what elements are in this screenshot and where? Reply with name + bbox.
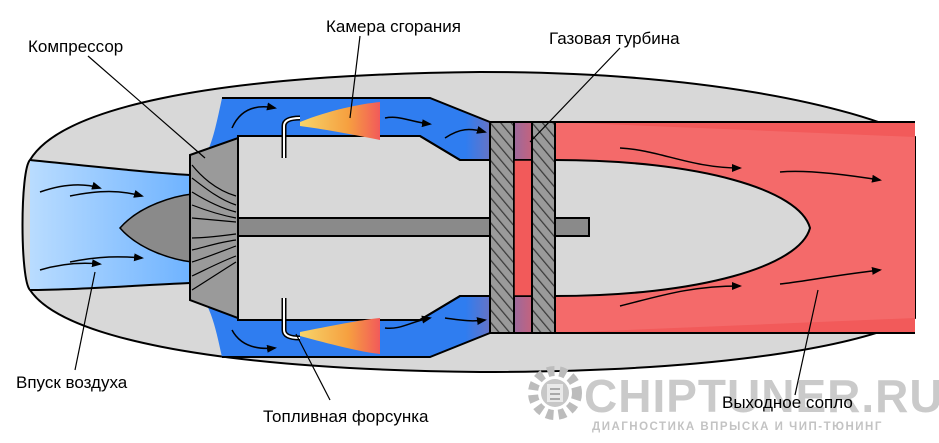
- combustion-chamber-label: Камера сгорания: [326, 17, 461, 36]
- intake-lip-top: [29, 159, 191, 176]
- watermark-tagline: ДИАГНОСТИКА ВПРЫСКА И ЧИП-ТЮНИНГ: [592, 421, 883, 433]
- watermark-brand: CHIPTUNER.RU: [584, 370, 939, 422]
- exhaust-nozzle-label: Выходное сопло: [722, 393, 853, 412]
- gas-turbine-label: Газовая турбина: [549, 29, 680, 48]
- air-intake-label: Впуск воздуха: [16, 373, 128, 392]
- compressor-label: Компрессор: [28, 37, 123, 56]
- intake-lip-bottom: [29, 282, 191, 291]
- upper-fuel-injector-inner: [283, 117, 301, 158]
- turbine-disc-1: [489, 121, 515, 334]
- upper-flame: [300, 102, 380, 140]
- turbine-disc-2: [531, 121, 556, 334]
- lower-fuel-injector-inner: [283, 298, 301, 339]
- compressor-rotor: [189, 136, 239, 320]
- air-intake-flow: [30, 160, 190, 290]
- fuel-injector-label: Топливная форсунка: [263, 407, 429, 426]
- lower-flame: [300, 318, 380, 354]
- lower-channel-outline: [222, 295, 915, 358]
- turbine-gap: [513, 159, 533, 297]
- flow-arrows: [39, 102, 882, 353]
- leader-lines: [74, 35, 819, 401]
- watermark: CHIPTUNER.RU ДИАГНОСТИКА ВПРЫСКА И ЧИП-Т…: [528, 366, 939, 433]
- gear-icon: [528, 366, 582, 420]
- upper-channel-outline: [222, 97, 915, 161]
